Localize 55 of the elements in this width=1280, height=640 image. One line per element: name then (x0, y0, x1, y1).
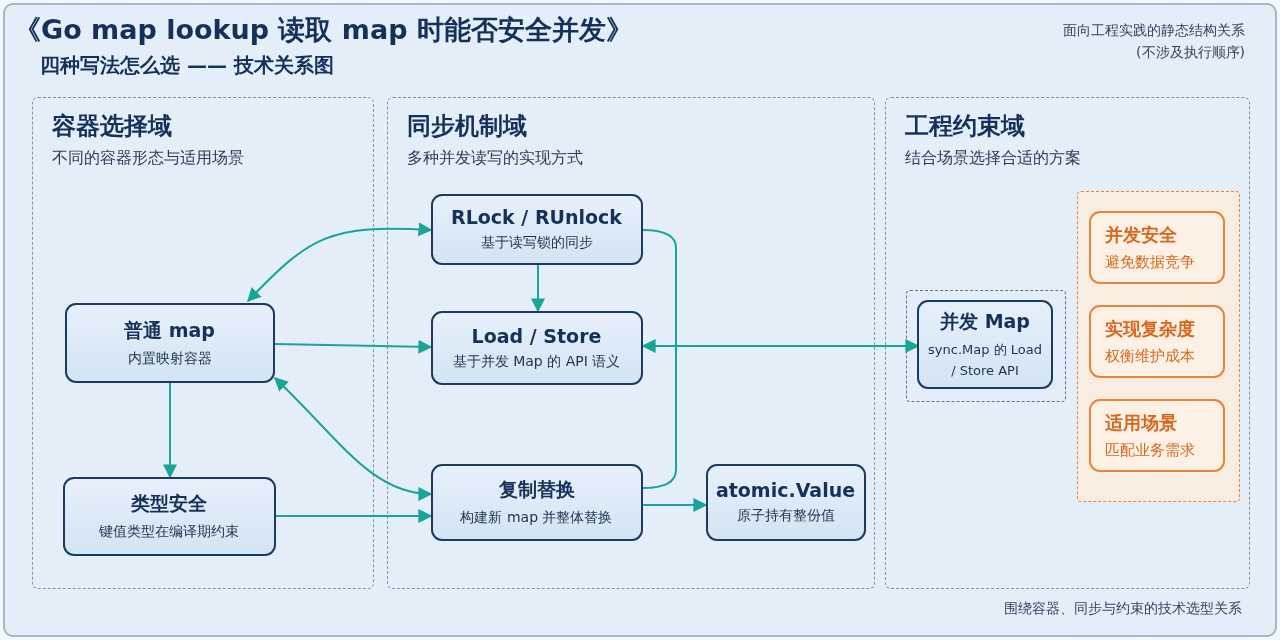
process-box (917, 300, 1053, 389)
page-subtitle: 四种写法怎么选 —— 技术关系图 (40, 52, 334, 79)
arrow (275, 509, 433, 523)
box-title: 复制替换 (498, 477, 575, 502)
panel-title: 同步机制域 (407, 111, 527, 142)
box-title: RLock / RUnlock (451, 206, 622, 228)
box-text: 权衡维护成本 (1105, 347, 1195, 366)
arrow (274, 377, 433, 500)
box-text: 基于读写锁的同步 (480, 234, 593, 252)
domain-panel (885, 97, 1250, 589)
constraint-box (1089, 399, 1225, 472)
box-text: 构建新 map 并整体替换 (460, 509, 613, 527)
box-text: 键值类型在编译期约束 (99, 523, 239, 541)
box-title: 并发 Map (940, 308, 1030, 334)
process-box (64, 302, 275, 383)
note-text: (不涉及执行顺序) (1136, 44, 1245, 62)
box-title: 适用场景 (1105, 411, 1177, 435)
constraint-box (1089, 211, 1225, 284)
process-box (705, 463, 866, 541)
box-title: 类型安全 (131, 491, 207, 516)
box-title: 普通 map (124, 317, 215, 343)
box-text: 避免数据竞争 (1105, 253, 1195, 272)
group-box (905, 289, 1066, 402)
box-text: 基于并发 Map 的 API 语义 (452, 352, 621, 371)
box-title: atomic.Value (715, 479, 856, 501)
domain-panel (32, 97, 374, 589)
arrow (247, 222, 433, 302)
process-box (430, 193, 643, 265)
panel-title: 容器选择域 (52, 111, 172, 142)
arrow (274, 339, 433, 354)
panel-subtitle: 多种并发读写的实现方式 (407, 148, 583, 169)
arrow (641, 339, 920, 353)
page-title: 《Go map lookup 读取 map 时能否安全并发》 (14, 13, 633, 47)
arrow (642, 498, 708, 512)
group-box (1076, 190, 1240, 502)
panel-subtitle: 不同的容器形态与适用场景 (52, 148, 244, 169)
arrow (531, 264, 545, 313)
connector-line (642, 229, 677, 489)
caption-text: 围绕容器、同步与约束的技术选型关系 (1004, 600, 1242, 618)
box-title: Load / Store (471, 324, 602, 347)
box-text: sync.Map 的 Load / Store API (927, 340, 1043, 380)
panel-title: 工程约束域 (905, 111, 1025, 142)
process-box (62, 476, 276, 556)
box-title: 并发安全 (1105, 223, 1177, 247)
box-text: 原子持有整份值 (736, 507, 835, 525)
box-text: 内置映射容器 (127, 349, 212, 368)
box-text: 匹配业务需求 (1105, 441, 1195, 460)
note-text: 面向工程实践的静态结构关系 (1063, 22, 1245, 40)
process-box (430, 310, 643, 385)
arrow (163, 382, 177, 479)
constraint-box (1089, 305, 1225, 378)
domain-panel (387, 97, 875, 589)
process-box (430, 463, 643, 541)
panel-subtitle: 结合场景选择合适的方案 (905, 148, 1081, 169)
box-title: 实现复杂度 (1105, 317, 1195, 341)
